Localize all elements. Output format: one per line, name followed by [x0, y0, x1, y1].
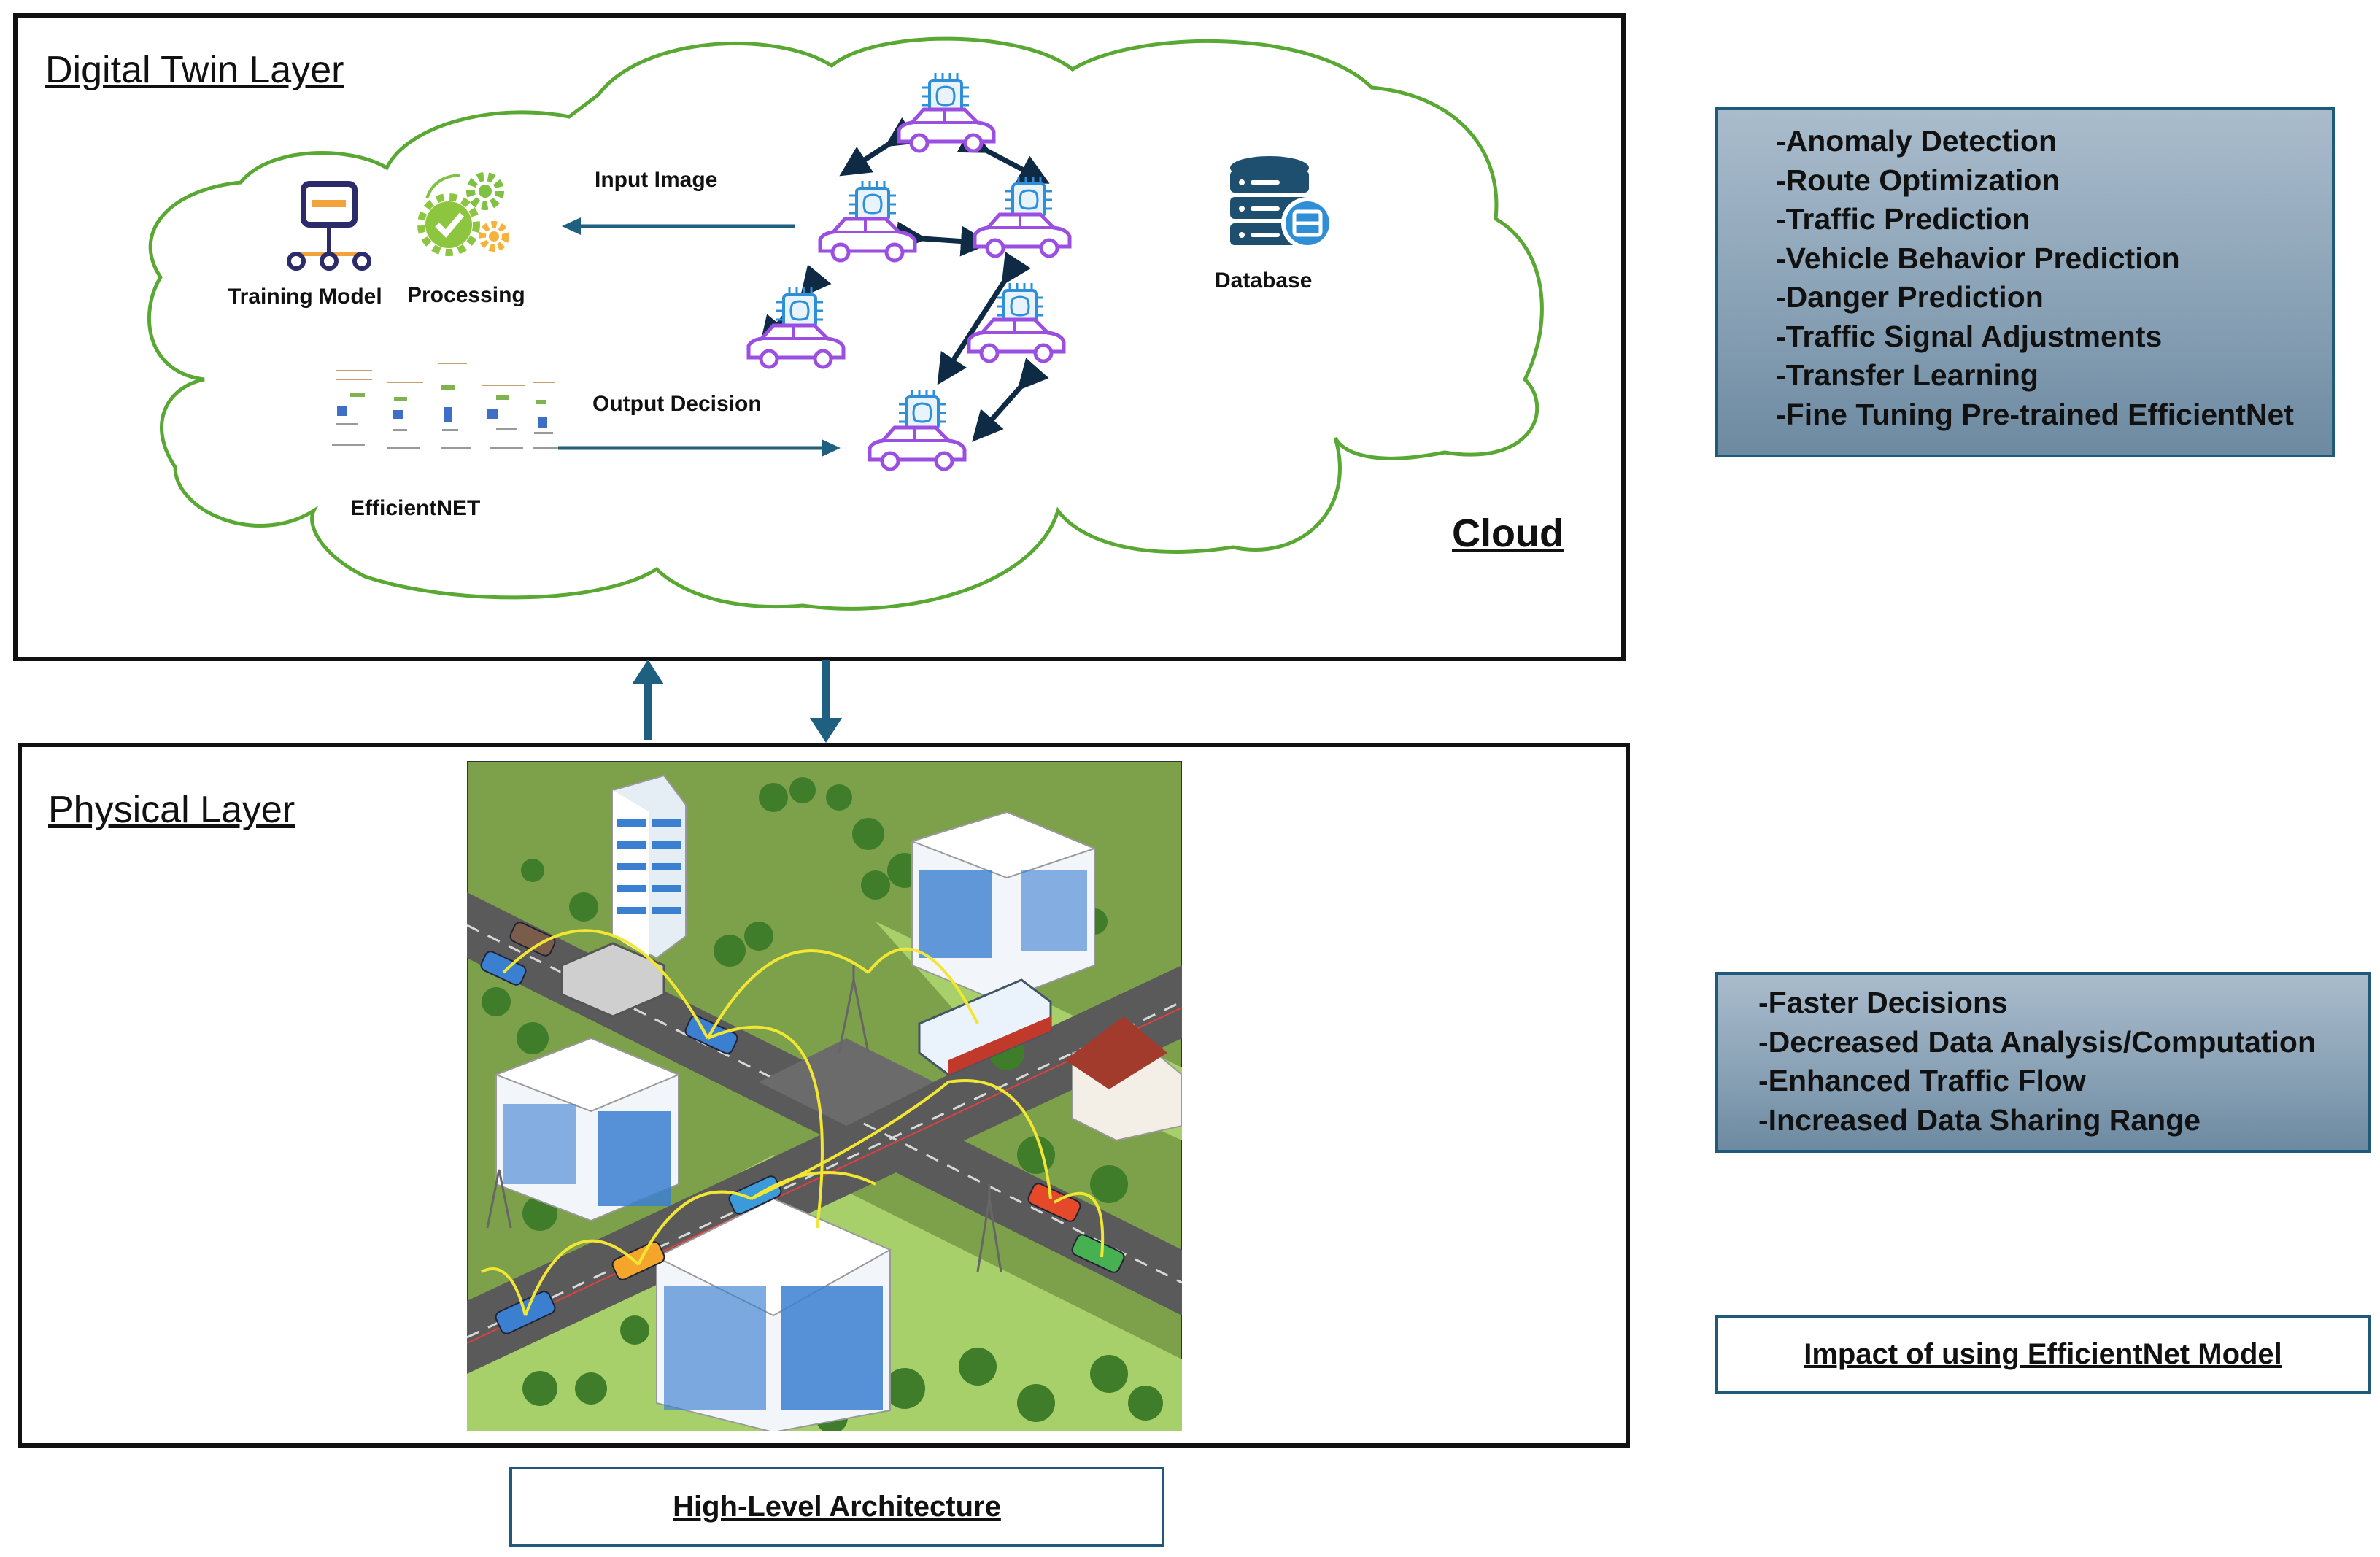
input-image-arrow: [562, 217, 795, 235]
capability-item: -Danger Prediction: [1776, 280, 2044, 314]
impact-item: -Faster Decisions: [1758, 986, 2008, 1019]
vehicle-node-6: [870, 388, 965, 469]
impact-item: -Decreased Data Analysis/Computation: [1758, 1024, 2317, 1059]
smart-city-illustration: [467, 761, 1182, 1431]
vehicle-node-1: [899, 72, 994, 151]
capability-item: -Transfer Learning: [1776, 358, 2039, 392]
architecture-caption-box: High-Level Architecture: [509, 1467, 1164, 1547]
training-model-icon: [287, 181, 371, 271]
vehicle-node-4: [749, 286, 843, 367]
efficientnet-label: EfficientNET: [350, 496, 481, 520]
down-arrow: [810, 660, 842, 743]
output-decision-label: Output Decision: [592, 392, 762, 416]
capability-item: -Vehicle Behavior Prediction: [1776, 241, 2180, 275]
output-decision-arrow: [558, 439, 841, 457]
vehicle-node-3: [975, 175, 1070, 256]
bus: [918, 978, 1052, 1076]
efficientnet-diagram-thumbnail: [332, 363, 558, 449]
impact-panel: -Faster Decisions -Decreased Data Analys…: [1715, 972, 2371, 1153]
processing-label: Processing: [407, 283, 525, 307]
office-building-top-right: [909, 811, 1097, 1003]
vehicle-node-5: [969, 282, 1064, 361]
input-image-label: Input Image: [595, 168, 718, 192]
capability-item: -Route Optimization: [1776, 163, 2060, 197]
architecture-caption: High-Level Architecture: [673, 1490, 1001, 1523]
cloud-label: Cloud: [1452, 511, 1564, 555]
cloud-shape: [147, 36, 1544, 611]
capability-item: -Fine Tuning Pre-trained EfficientNet: [1776, 397, 2294, 431]
house: [1065, 1016, 1182, 1142]
connected-vehicles-network: [730, 72, 1109, 496]
capability-item: -Anomaly Detection: [1776, 124, 2057, 158]
training-model-label: Training Model: [228, 285, 382, 309]
digital-twin-layer-title: Digital Twin Layer: [45, 49, 344, 91]
up-arrow: [632, 660, 664, 740]
processing-gears-icon: [417, 172, 509, 256]
impact-caption-box: Impact of using EfficientNet Model: [1715, 1315, 2371, 1394]
capabilities-panel: -Anomaly Detection -Route Optimization -…: [1715, 107, 2335, 457]
database-label: Database: [1215, 268, 1313, 293]
capability-item: -Traffic Prediction: [1776, 202, 2031, 236]
impact-item: -Increased Data Sharing Range: [1758, 1102, 2201, 1137]
impact-item: -Enhanced Traffic Flow: [1758, 1064, 2086, 1097]
physical-layer-title: Physical Layer: [48, 789, 295, 831]
office-building-bottom: [654, 1197, 892, 1431]
capability-item: -Traffic Signal Adjustments: [1776, 319, 2163, 353]
vehicle-node-2: [820, 179, 915, 260]
office-building-left: [494, 1037, 681, 1222]
tower-building: [612, 774, 687, 959]
impact-caption: Impact of using EfficientNet Model: [1804, 1337, 2282, 1370]
database-icon: [1230, 156, 1334, 250]
